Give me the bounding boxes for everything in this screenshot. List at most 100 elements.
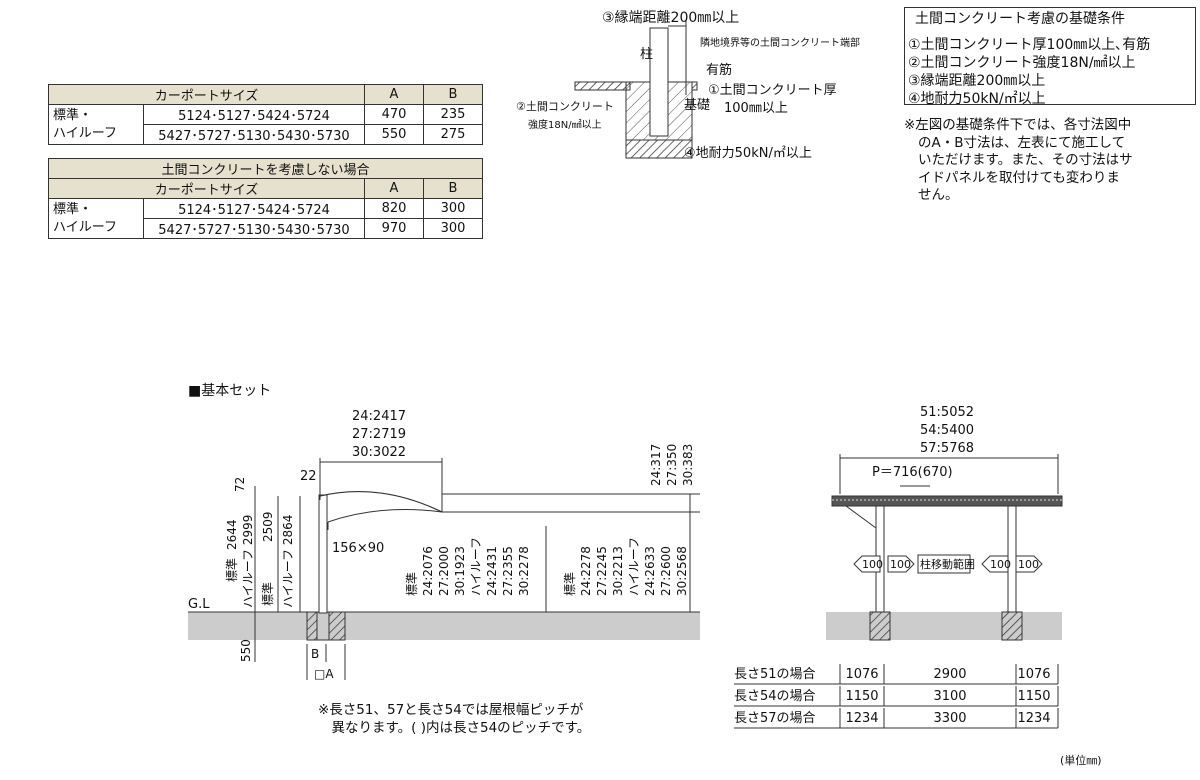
- pitch-label: P＝716(670): [872, 465, 953, 480]
- a-label: □A: [314, 667, 334, 681]
- table2-header-b: B: [423, 178, 483, 199]
- roof-arc: [319, 490, 443, 513]
- right-height-3: 30:383: [681, 444, 695, 486]
- total-std-lbl: 標準: [224, 558, 239, 582]
- slab-right: [691, 81, 698, 91]
- length-label-1: 51:5052: [920, 405, 974, 420]
- condition-item-2: ②土間コンクリート強度18N/㎟以上: [908, 55, 1136, 71]
- condition-item-3: ③縁端距離200㎜以上: [908, 73, 1046, 89]
- eave-std-value: 2509: [261, 511, 275, 542]
- bearing-label: ④地耐力50kN/㎡以上: [684, 146, 812, 161]
- boundary-label: 隣地境界等の土間コンクリート端部: [700, 36, 860, 49]
- b-label: B: [311, 647, 319, 661]
- table2-b-1: 300: [423, 198, 483, 219]
- strength-label-2: 強度18N/㎟以上: [528, 118, 602, 131]
- bearing-layer: [625, 139, 693, 159]
- front-row-left: 1150: [845, 689, 878, 704]
- clear-right-label: 24:2278: [579, 546, 593, 596]
- conditions-box: [904, 7, 1196, 105]
- table2-a-2: 970: [364, 218, 424, 239]
- thickness-label-2: 100㎜以上: [724, 101, 788, 116]
- front-row-right: 1076: [1017, 667, 1050, 682]
- clear-center-label: 30:2278: [517, 546, 531, 596]
- table1-header-b: B: [423, 84, 483, 105]
- clear-right-label: 27:2245: [595, 546, 609, 596]
- right-height-1: 24:317: [649, 444, 663, 486]
- eave-std-lbl: 標準: [260, 582, 275, 606]
- clear-right-label: 24:2633: [643, 546, 657, 596]
- total-high-value: ハイルーフ 2999: [241, 515, 255, 608]
- note-right-line-2: のA・B寸法は、左表にて施工して: [918, 134, 1126, 151]
- clear-center-label: 27:2000: [437, 546, 451, 596]
- gl-label: G.L: [188, 597, 210, 612]
- front-ground: [826, 612, 1062, 640]
- top-72-label: 72: [233, 477, 247, 492]
- pillar: [649, 27, 669, 137]
- pillar-label: 柱: [640, 47, 653, 62]
- clear-right-label: 27:2600: [659, 546, 673, 596]
- table1-row-label: 標準・ ハイルーフ: [48, 104, 144, 145]
- foundation-table-with-concrete: カーポートサイズ A B 標準・ ハイルーフ 5124･5127･5424･57…: [48, 84, 483, 145]
- foundation-detail-diagram: ③縁端距離200㎜以上 柱 隣地境界等の土間コンクリート端部 有筋 ①土間コンク…: [516, 9, 860, 161]
- foundation-table-without-concrete: 土間コンクリートを考慮しない場合 カーポートサイズ A B 標準・ ハイルーフ …: [48, 158, 483, 239]
- clear-right-label: 30:2213: [611, 546, 625, 596]
- table2-b-2: 300: [423, 218, 483, 239]
- table1-header-size: カーポートサイズ: [48, 84, 365, 105]
- pitch-note: ※長さ51、57と長さ54では屋根幅ピッチが 異なります。( )内は長さ54のピ…: [318, 702, 590, 737]
- ground: [188, 612, 700, 640]
- table2-header-a: A: [364, 178, 424, 199]
- front-row-mid: 3100: [933, 689, 966, 704]
- base-label: 基礎: [684, 98, 710, 113]
- clear-right-label: 30:2568: [675, 546, 689, 596]
- width-label-2: 27:2719: [352, 427, 406, 442]
- note-bottom-line-2: 異なります。( )内は長さ54のピッチです。: [318, 719, 591, 736]
- table1-row-label-2: ハイルーフ: [53, 125, 117, 141]
- offset-22-label: 22: [300, 469, 317, 484]
- front-row-label: 長さ57の場合: [734, 711, 816, 726]
- clear-center-label: ハイルーフ: [469, 537, 483, 596]
- post: [318, 494, 328, 614]
- rebar-label: 有筋: [706, 62, 732, 78]
- side-elevation-diagram: G.L 24:2417 27:2719 30:3022 22 72 標準 264…: [188, 409, 700, 681]
- move-range-label: 柱移動範囲: [920, 557, 975, 571]
- table2-title: 土間コンクリートを考慮しない場合: [48, 158, 483, 179]
- table1-b-1: 235: [423, 104, 483, 125]
- strength-label-1: ②土間コンクリート: [516, 100, 614, 113]
- section-title: ■基本セット: [188, 383, 272, 399]
- table1-b-2: 275: [423, 124, 483, 145]
- table2-sizes-1: 5124･5127･5424･5724: [143, 198, 365, 219]
- dim-100-right-a: 100: [990, 558, 1011, 571]
- clear-right-label: ハイルーフ: [627, 537, 641, 596]
- front-elevation-diagram: 51:5052 54:5400 57:5768 P＝716(670) 100 1…: [734, 405, 1102, 767]
- conditions-note: ※左図の基礎条件下では、各寸法図中 のA・B寸法は、左表にて施工して いただけま…: [904, 117, 1196, 205]
- dim-550-label: 550: [239, 639, 253, 662]
- front-row-left: 1076: [845, 667, 878, 682]
- front-row-left: 1234: [845, 711, 878, 726]
- table2-sizes-2: 5427･5727･5130･5430･5730: [143, 218, 365, 239]
- front-row-mid: 3300: [933, 711, 966, 726]
- table2-row-label-1: 標準・: [53, 201, 93, 217]
- front-row-right: 1234: [1017, 711, 1050, 726]
- table2-row-label-2: ハイルーフ: [53, 219, 117, 235]
- condition-item-4: ④地耐力50kN/㎡以上: [908, 91, 1046, 107]
- clear-center-label: 標準: [404, 572, 419, 596]
- note-right-line-3: いただけます。また、その寸法はサ: [918, 152, 1133, 168]
- length-label-3: 57:5768: [920, 441, 974, 456]
- roof-panel: [831, 495, 1063, 507]
- move-range-row: 100 100 柱移動範囲 100 100: [853, 554, 1043, 574]
- table2-header-size: カーポートサイズ: [48, 178, 365, 199]
- clear-center-label: 24:2431: [485, 546, 499, 596]
- table1-sizes-2: 5427･5727･5130･5430･5730: [143, 124, 365, 145]
- conditions-title: 土間コンクリート考慮の基礎条件: [913, 8, 1127, 28]
- dim-100-left-b: 100: [890, 558, 911, 571]
- clear-right-label: 標準: [562, 572, 577, 596]
- front-row-right: 1150: [1017, 689, 1050, 704]
- front-row-label: 長さ51の場合: [734, 667, 816, 682]
- slab-left: [574, 81, 631, 91]
- clear-center-label: 30:1923: [453, 546, 467, 596]
- width-label-1: 24:2417: [352, 409, 406, 424]
- unit-label: (単位㎜): [1060, 753, 1102, 767]
